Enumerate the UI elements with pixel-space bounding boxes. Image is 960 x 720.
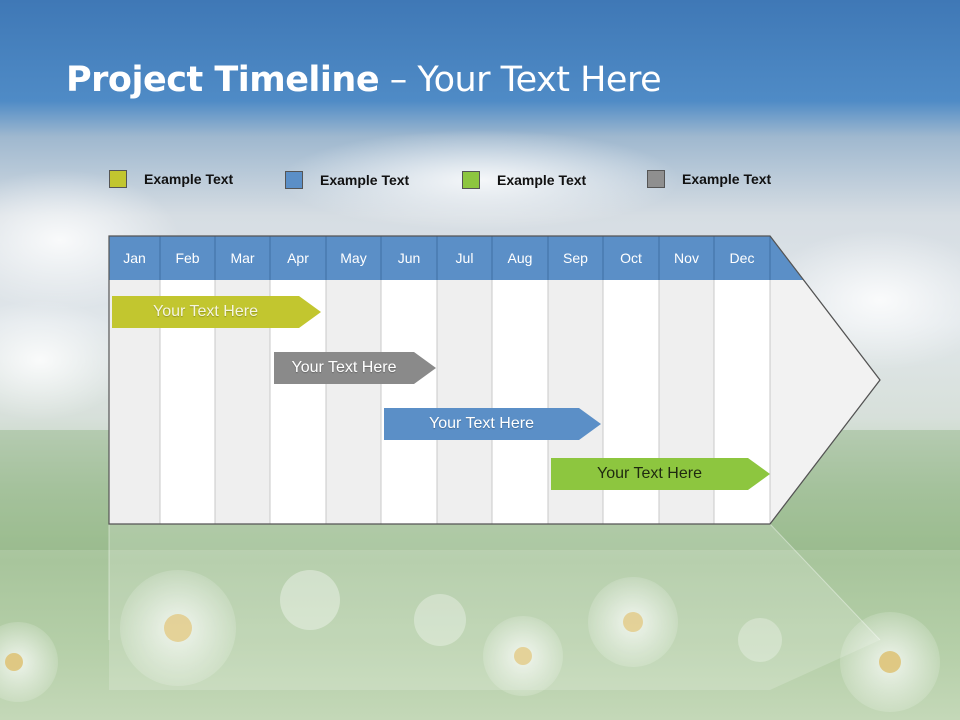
task-bar-label: Your Text Here (153, 303, 258, 320)
month-label-sep: Sep (563, 250, 588, 266)
legend-item-4: Example Text (647, 170, 771, 188)
legend-label: Example Text (497, 172, 587, 188)
month-label-feb: Feb (175, 250, 200, 266)
legend-swatch (462, 171, 480, 189)
legend-item-3: Example Text (462, 171, 586, 189)
month-label-dec: Dec (729, 250, 755, 266)
timeline-reflection (109, 524, 880, 690)
legend-swatch (285, 171, 303, 189)
month-label-apr: Apr (287, 250, 309, 266)
legend-label: Example Text (320, 172, 410, 188)
task-bar-1[interactable]: Your Text Here (112, 296, 321, 328)
month-label-may: May (340, 250, 367, 266)
month-label-aug: Aug (507, 250, 533, 266)
month-column (437, 280, 492, 524)
header-dividers (159, 236, 771, 280)
month-column (492, 280, 548, 524)
title-bold: Project Timeline (66, 60, 380, 100)
month-column (381, 280, 437, 524)
month-header-band (109, 236, 804, 280)
task-bar-label: Your Text Here (429, 415, 534, 432)
title-rest: – Your Text Here (379, 60, 662, 100)
task-bar-label: Your Text Here (291, 359, 397, 376)
task-bar-4[interactable]: Your Text Here (551, 458, 770, 490)
task-bar-2[interactable]: Your Text Here (274, 352, 436, 384)
month-label-jun: Jun (397, 250, 421, 266)
legend-item-2: Example Text (285, 171, 409, 189)
month-label-mar: Mar (230, 250, 255, 266)
month-label-nov: Nov (674, 250, 699, 266)
legend-label: Example Text (144, 171, 234, 187)
month-label-jan: Jan (123, 250, 146, 266)
month-column (326, 280, 381, 524)
legend-item-1: Example Text (109, 170, 233, 188)
task-bar-3[interactable]: Your Text Here (384, 408, 601, 440)
legend-label: Example Text (682, 171, 772, 187)
slide-title: Project Timeline – Your Text Here (66, 60, 662, 100)
task-bar-label: Your Text Here (597, 465, 702, 482)
month-label-oct: Oct (620, 250, 642, 266)
legend-swatch (109, 170, 127, 188)
legend-swatch (647, 170, 665, 188)
month-label-jul: Jul (455, 250, 474, 266)
